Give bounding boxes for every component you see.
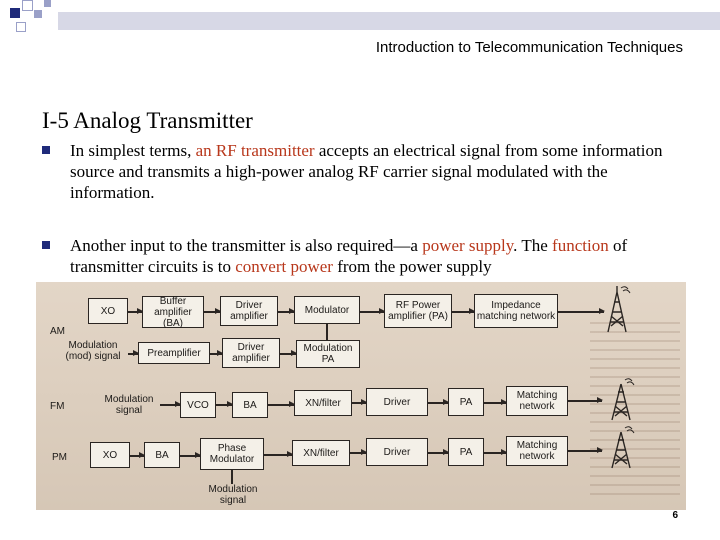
- highlight-term: convert power: [235, 257, 333, 276]
- fm-ba-block: BA: [232, 392, 268, 418]
- bullet-1: In simplest terms, an RF transmitter acc…: [42, 140, 682, 203]
- header-title: Introduction to Telecommunication Techni…: [376, 39, 683, 56]
- highlight-term: power supply: [422, 236, 513, 255]
- antenna-icon: [606, 426, 636, 470]
- am-preamp-block: Preamplifier: [138, 342, 210, 364]
- am-modulator-block: Modulator: [294, 296, 360, 324]
- am-modulation-pa-block: Modulation PA: [296, 340, 360, 368]
- bullet-2: Another input to the transmitter is also…: [42, 235, 682, 280]
- page-number: 6: [672, 510, 678, 521]
- pm-ba-block: BA: [144, 442, 180, 468]
- pm-xo-block: XO: [90, 442, 130, 468]
- am-input-label: Modulation (mod) signal: [58, 340, 128, 362]
- am-driver-amp-block: Driver amplifier: [220, 296, 278, 326]
- fm-xn-filter-block: XN/filter: [294, 390, 352, 416]
- header-bar: [58, 12, 720, 30]
- pm-matching-network-block: Matching network: [506, 436, 568, 466]
- fm-matching-network-block: Matching network: [506, 386, 568, 416]
- am-matching-network-block: Impedance matching network: [474, 294, 558, 328]
- fm-pa-block: PA: [448, 388, 484, 416]
- fm-driver-block: Driver: [366, 388, 428, 416]
- bullet-2-text: Another input to the transmitter is also…: [70, 235, 682, 277]
- antenna-icon: [606, 378, 636, 422]
- slide-title: I-5 Analog Transmitter: [42, 108, 253, 134]
- am-buffer-amp-block: Buffer amplifier (BA): [142, 296, 204, 328]
- am-label: AM: [50, 326, 65, 337]
- highlight-term: function: [552, 236, 609, 255]
- am-rf-pa-block: RF Power amplifier (PA): [384, 294, 452, 328]
- pm-driver-block: Driver: [366, 438, 428, 466]
- transmitter-block-diagram: AM XO Buffer amplifier (BA) Driver ampli…: [36, 282, 686, 510]
- pm-label: PM: [52, 452, 67, 463]
- am-driver-amp-2-block: Driver amplifier: [222, 338, 280, 368]
- pm-pa-block: PA: [448, 438, 484, 466]
- bullet-1-text: In simplest terms, an RF transmitter acc…: [70, 140, 682, 203]
- bullet-square-icon: [42, 146, 50, 154]
- bullet-square-icon: [42, 241, 50, 249]
- fm-label: FM: [50, 401, 64, 412]
- am-xo-block: XO: [88, 298, 128, 324]
- highlight-term: an RF transmitter: [196, 141, 315, 160]
- fm-input-label: Modulation signal: [96, 394, 162, 416]
- antenna-icon: [602, 286, 632, 334]
- fm-vco-block: VCO: [180, 392, 216, 418]
- pm-xn-filter-block: XN/filter: [292, 440, 350, 466]
- pm-input-label: Modulation signal: [202, 484, 264, 506]
- pm-phase-modulator-block: Phase Modulator: [200, 438, 264, 470]
